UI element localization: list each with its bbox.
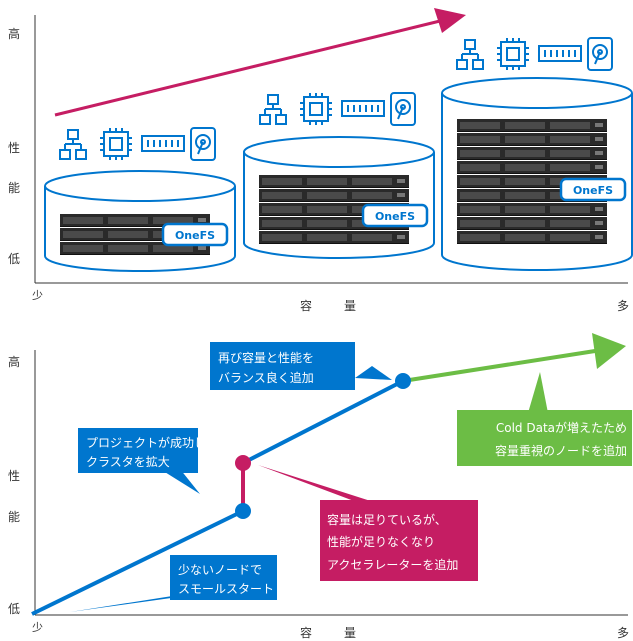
bottom-x-label-max: 多	[617, 626, 629, 640]
bottom-y-label-low: 低	[8, 602, 20, 616]
growth-point-3	[395, 373, 411, 389]
network-icon	[259, 94, 287, 125]
bottom-y-label-perf-1: 性	[8, 469, 20, 483]
cluster-medium-icons	[259, 92, 416, 126]
memory-icon	[341, 100, 385, 117]
svg-text:Cold Dataが増えたため: Cold Dataが増えたため	[496, 420, 627, 435]
top-x-label-max: 多	[617, 299, 629, 313]
growth-line-cold	[402, 349, 596, 383]
top-chart: 高 性 能 低 少 容 量 多	[8, 8, 633, 313]
growth-line-start	[31, 509, 244, 616]
bottom-x-label-min: 少	[32, 621, 43, 634]
top-x-label-min: 少	[32, 289, 43, 302]
bottom-y-label-perf-2: 能	[8, 510, 20, 524]
growth-point-2	[235, 455, 251, 471]
memory-icon	[538, 45, 582, 62]
callout-accelerator: 容量は足りているが、 性能が足りなくなり アクセラレーターを追加	[258, 465, 478, 581]
cluster-medium: OneFS	[243, 92, 435, 259]
callout-balanced: 再び容量と性能を バランス良く追加	[210, 342, 392, 390]
svg-text:バランス良く追加: バランス良く追加	[218, 370, 314, 385]
callout-cold-data: Cold Dataが増えたため 容量重視のノードを追加	[457, 372, 632, 466]
bottom-y-label-high: 高	[8, 354, 20, 369]
svg-text:容量は足りているが、: 容量は足りているが、	[327, 512, 447, 527]
network-icon	[456, 39, 484, 70]
svg-text:再び容量と性能を: 再び容量と性能を	[218, 350, 314, 365]
growth-point-1	[235, 503, 251, 519]
top-y-label-low: 低	[8, 252, 20, 266]
cluster-large: OneFS	[441, 37, 633, 271]
memory-icon	[141, 135, 185, 152]
growth-line-balanced	[242, 379, 404, 465]
bottom-x-label-1: 容	[300, 625, 312, 640]
growth-arrow-head	[592, 333, 626, 369]
disk-icon	[390, 92, 416, 126]
svg-text:プロジェクトが成功し: プロジェクトが成功し	[86, 435, 206, 450]
svg-text:少ないノードで: 少ないノードで	[178, 563, 262, 577]
svg-text:アクセラレーターを追加: アクセラレーターを追加	[327, 557, 458, 572]
top-y-label-perf-1: 性	[8, 141, 20, 155]
cluster-small: OneFS	[44, 127, 236, 272]
svg-text:OneFS: OneFS	[573, 184, 613, 197]
bottom-chart: 高 性 能 低 少 容 量 多 少ないノードで スモールスタート プロジェクトが…	[8, 333, 632, 640]
top-trend-arrow	[54, 8, 466, 117]
top-y-label-perf-2: 能	[8, 181, 20, 195]
svg-text:容量重視のノードを追加: 容量重視のノードを追加	[495, 443, 627, 458]
cpu-icon	[100, 128, 132, 160]
cluster-large-icons	[456, 37, 613, 71]
disk-icon	[587, 37, 613, 71]
disk-icon	[190, 127, 216, 161]
cpu-icon	[300, 93, 332, 125]
bottom-x-label-2: 量	[344, 626, 356, 640]
top-x-label-1: 容	[300, 298, 312, 313]
cpu-icon	[497, 38, 529, 70]
svg-text:OneFS: OneFS	[375, 210, 415, 223]
callout-small-start: 少ないノードで スモールスタート	[70, 555, 277, 612]
network-icon	[59, 129, 87, 160]
top-y-label-high: 高	[8, 26, 20, 41]
cluster-small-icons	[59, 127, 216, 161]
top-x-label-2: 量	[344, 299, 356, 313]
svg-text:性能が足りなくなり: 性能が足りなくなり	[327, 534, 435, 549]
svg-text:クラスタを拡大: クラスタを拡大	[86, 455, 170, 469]
onefs-badge: OneFS	[559, 177, 627, 202]
svg-text:OneFS: OneFS	[175, 229, 215, 242]
callout-cluster-expand: プロジェクトが成功し クラスタを拡大	[78, 428, 206, 494]
onefs-badge: OneFS	[161, 222, 229, 247]
onefs-badge: OneFS	[361, 203, 429, 228]
svg-text:スモールスタート: スモールスタート	[178, 582, 274, 596]
